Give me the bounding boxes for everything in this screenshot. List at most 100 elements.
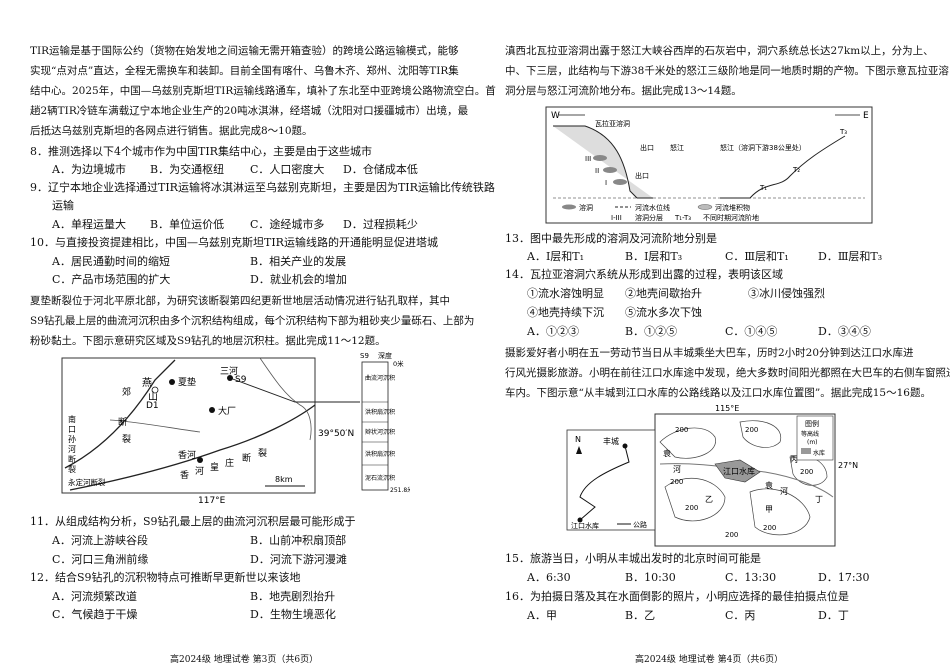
fault-line-1 [64,359,176,469]
q13-option-b[interactable]: B．Ⅰ层和T₃ [625,250,683,263]
legend-terrace: 不同时期河流阶地 [703,213,759,222]
label-jiao: 郊 [122,386,131,398]
label-cave-name: 瓦拉亚溶洞 [595,119,630,128]
q12-option-d[interactable]: D．生物生境恶化 [250,608,336,621]
question-14: 14．瓦拉亚溶洞穴系统从形成到出露的过程，表明该区域 [505,268,783,281]
q9-option-d[interactable]: D．过程损耗少 [343,218,418,231]
label-reservoir: 江口水库 [723,466,755,476]
q15-option-c[interactable]: C．13:30 [725,571,777,584]
legend-cave-symbol [562,204,576,210]
q11-option-b[interactable]: B．山前冲积扇顶部 [250,534,347,547]
label-duan-1: 断 [118,416,127,428]
q16-option-c[interactable]: C．丙 [725,609,756,622]
q13-option-d[interactable]: D．Ⅲ层和T₃ [818,250,883,263]
map2-legend-contour: 等高线 [801,430,819,438]
q10-option-a[interactable]: A．居民通勤时间的缩短 [52,255,170,268]
q11-option-d[interactable]: D．河流下游河漫滩 [250,553,347,566]
fault-label-lie: 裂 [258,448,267,459]
dachang-marker [209,407,215,413]
lon-label: 117°E [198,496,226,506]
q14-option-d[interactable]: D．③④⑤ [818,325,871,338]
label-he-1: 河 [673,464,681,474]
north-label: N [575,435,581,444]
column-depth-label: 深度 [378,351,392,360]
column-s9-label: S9 [360,352,369,360]
label-layer-ii: II [595,167,599,175]
intro-13-14-line3: 洞分层与怒江河流阶地分布。据此完成13～14题。 [505,85,742,97]
yongding-fault-label: 永定河断裂 [68,477,106,487]
fault-label-xiang: 香 [180,470,189,481]
intro-8-10-line5: 后抵达乌兹别克斯坦的各网点进行销售。据此完成8～10题。 [30,125,313,137]
q13-option-a[interactable]: A．Ⅰ层和T₁ [527,250,585,263]
river-yuanhe [659,463,834,498]
q14-item-5: ⑤流水多次下蚀 [625,306,702,319]
q15-option-b[interactable]: B．10:30 [625,571,676,584]
label-t3: T₃ [839,128,847,136]
cave-terrace-profile: W E 瓦拉亚溶洞 出口 怒江 怒江（溶洞下游38公里处） 出口 III II … [545,106,873,224]
q10-option-c[interactable]: C．产品市场范围的扩大 [52,273,171,286]
q9-option-c[interactable]: C．途经城市多 [250,218,325,231]
layer-2: 洪积扇沉积 [365,408,395,416]
q14-option-c[interactable]: C．①④⑤ [725,325,778,338]
q12-option-c[interactable]: C．气候趋于干燥 [52,608,138,621]
dir-west: W [551,111,560,121]
intro-8-10-line1: TIR运输是基于国际公约（货物在始发地之间运输无需开箱查验）的跨境公路运输模式，… [30,45,459,57]
q11-option-c[interactable]: C．河口三角洲前缘 [52,553,149,566]
fault-line-2 [69,404,316,491]
q8-option-a[interactable]: A．为边境城市 [52,163,126,176]
contour-value-1: 200 [675,426,688,434]
q16-option-b[interactable]: B．乙 [625,609,656,622]
question-16: 16．为拍摄日落及其在水面倒影的照片，小明应选择的最佳拍摄点位是 [505,590,849,603]
nankou-label-6: 裂 [68,464,76,474]
question-11: 11．从组成结构分析，S9钻孔最上层的曲流河沉积层最可能形成于 [30,515,356,528]
inset-reservoir-marker [577,517,583,523]
column-bottom-depth: 251.8米 [390,486,410,494]
intro-15-16-line1: 摄影爱好者小明在五一劳动节当日从丰城乘坐大巴车，历时2小时20分钟到达江口水库进 [505,347,914,359]
intro-15-16-line3: 车内。下图示意“从丰城到江口水库的公路线路以及江口水库位置图”。据此完成15～1… [505,387,931,399]
label-t2: T₂ [792,166,800,174]
q14-option-a[interactable]: A．①②③ [527,325,579,338]
q12-option-b[interactable]: B．地壳剧烈抬升 [250,590,336,603]
question-15: 15．旅游当日，小明从丰城出发时的北京时间可能是 [505,552,761,565]
q9-option-b[interactable]: B．单位运价低 [150,218,225,231]
scale-label: 8km [275,475,293,484]
q8-option-b[interactable]: B．为交通枢纽 [150,163,225,176]
q9-option-a[interactable]: A．单程运量大 [52,218,126,231]
contour-value-6: 200 [800,468,813,476]
q16-option-d[interactable]: D．丁 [818,609,849,622]
label-nujiang: 怒江 [670,143,684,152]
label-exit-2: 出口 [635,171,649,180]
cave-layer-1 [613,179,627,185]
contour-1 [659,427,716,459]
s9-pointer-line [229,377,360,403]
q15-option-a[interactable]: A．6:30 [527,571,571,584]
q11-option-a[interactable]: A．河流上游峡谷段 [52,534,148,547]
lat-label: 39°50′N [318,429,354,439]
map2-lat: 27°N [838,461,858,470]
q8-option-c[interactable]: C．人口密度大 [250,163,325,176]
label-layer-i: I [605,179,607,187]
q8-option-d[interactable]: D．仓储成本低 [343,163,418,176]
q13-option-c[interactable]: C．Ⅲ层和T₁ [725,250,789,263]
xianghe-marker [197,457,203,463]
q14-option-b[interactable]: B．①②⑤ [625,325,678,338]
contour-value-2: 200 [745,426,758,434]
q15-option-d[interactable]: D．17:30 [818,571,870,584]
contour-value-7: 200 [725,531,738,539]
nankou-label-2: 口 [68,425,76,434]
q16-option-a[interactable]: A．甲 [527,609,557,622]
fault-label-huang: 皇 [210,461,219,473]
label-ding: 丁 [815,495,823,504]
cliff-profile [553,125,653,199]
page-footer-right: 高2024级 地理试卷 第4页（共6页） [635,655,784,665]
contour-value-4: 200 [685,504,698,512]
label-nujiang-downstream: 怒江（溶洞下游38公里处） [720,143,806,152]
layer-4: 洪积扇沉积 [365,450,395,458]
q10-option-b[interactable]: B．相关产业的发展 [250,255,347,268]
intro-11-12-line1: 夏垫断裂位于河北平原北部，为研究该断裂第四纪更新世地层活动情况进行钻孔取样，其中 [30,295,450,307]
intro-11-12-line3: 粉砂黏土。下图示意研究区域及S9钻孔的地层沉积柱。据此完成11～12题。 [30,335,386,347]
q12-option-a[interactable]: A．河流频繁改道 [52,590,137,603]
q10-option-d[interactable]: D．就业机会的增加 [250,273,347,286]
nankou-label-5: 断 [68,454,76,464]
s9-marker [227,375,233,381]
